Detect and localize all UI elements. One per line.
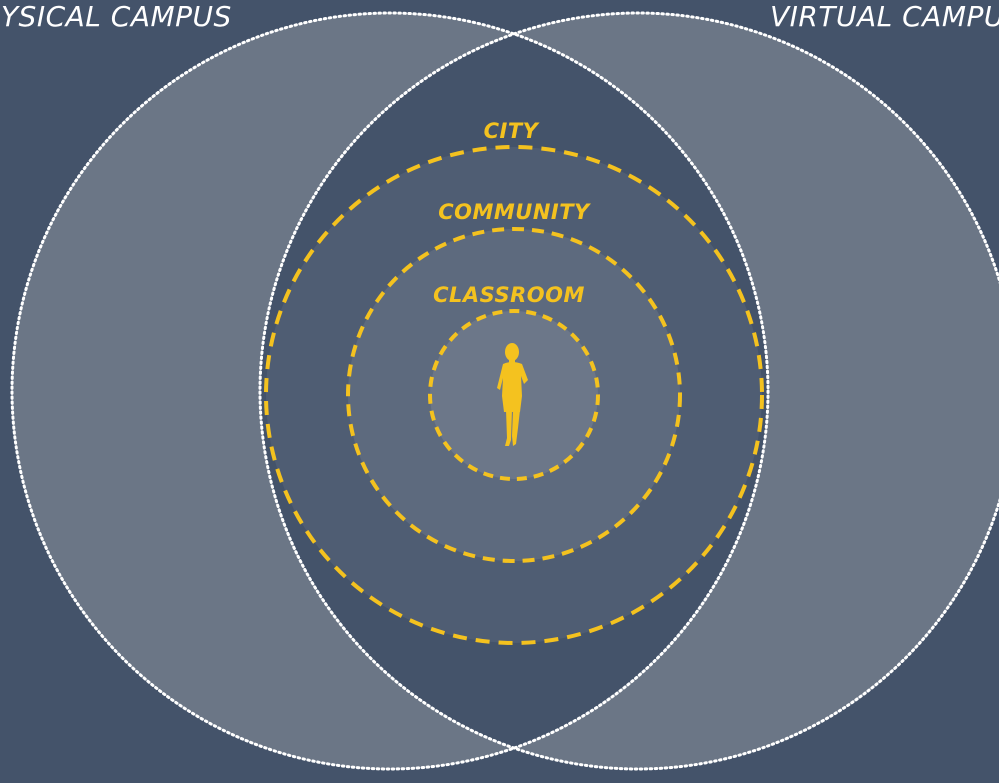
community-ring-outline <box>346 227 682 563</box>
virtual-campus-label: VIRTUAL CAMPUS <box>770 0 999 33</box>
community-label: COMMUNITY <box>438 200 591 224</box>
classroom-label: CLASSROOM <box>433 283 585 307</box>
physical-campus-outline <box>10 11 770 771</box>
classroom-ring-outline <box>428 309 600 481</box>
physical-campus-label: PHYSICAL CAMPUS <box>0 0 232 33</box>
virtual-campus-outline <box>258 11 999 771</box>
city-label: CITY <box>484 119 540 143</box>
person-silhouette-icon <box>497 343 528 446</box>
city-ring-outline <box>264 145 764 645</box>
